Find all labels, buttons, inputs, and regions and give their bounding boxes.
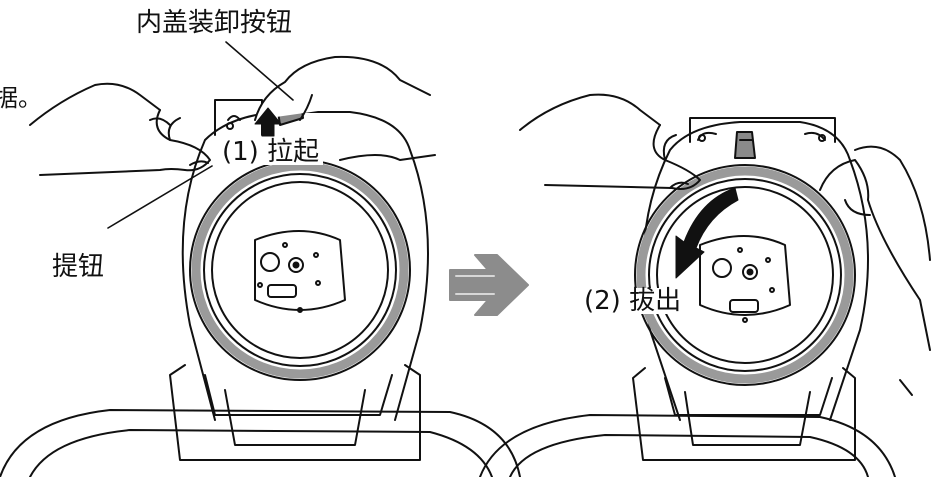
right-arrow-icon xyxy=(449,254,529,316)
curved-down-arrow-icon xyxy=(675,187,739,279)
leader-lines xyxy=(107,41,294,229)
knob-label: 提钮 xyxy=(52,252,105,282)
left-inner-lid xyxy=(189,159,411,381)
step-2-label: (2) 拔出 xyxy=(580,288,686,314)
up-arrow-icon xyxy=(254,107,282,137)
left-hand-side xyxy=(29,82,436,176)
right-release-button xyxy=(734,131,756,159)
right-inner-lid xyxy=(634,164,856,386)
right-hand-right xyxy=(819,145,931,396)
right-hand-left xyxy=(519,93,701,190)
lid-release-button-label: 内盖装卸按钮 xyxy=(136,8,293,38)
left-hand-top xyxy=(254,55,431,121)
cutoff-text-fragment: 据。 xyxy=(0,84,42,112)
step-1-label: (1) 拉起 xyxy=(218,139,324,165)
